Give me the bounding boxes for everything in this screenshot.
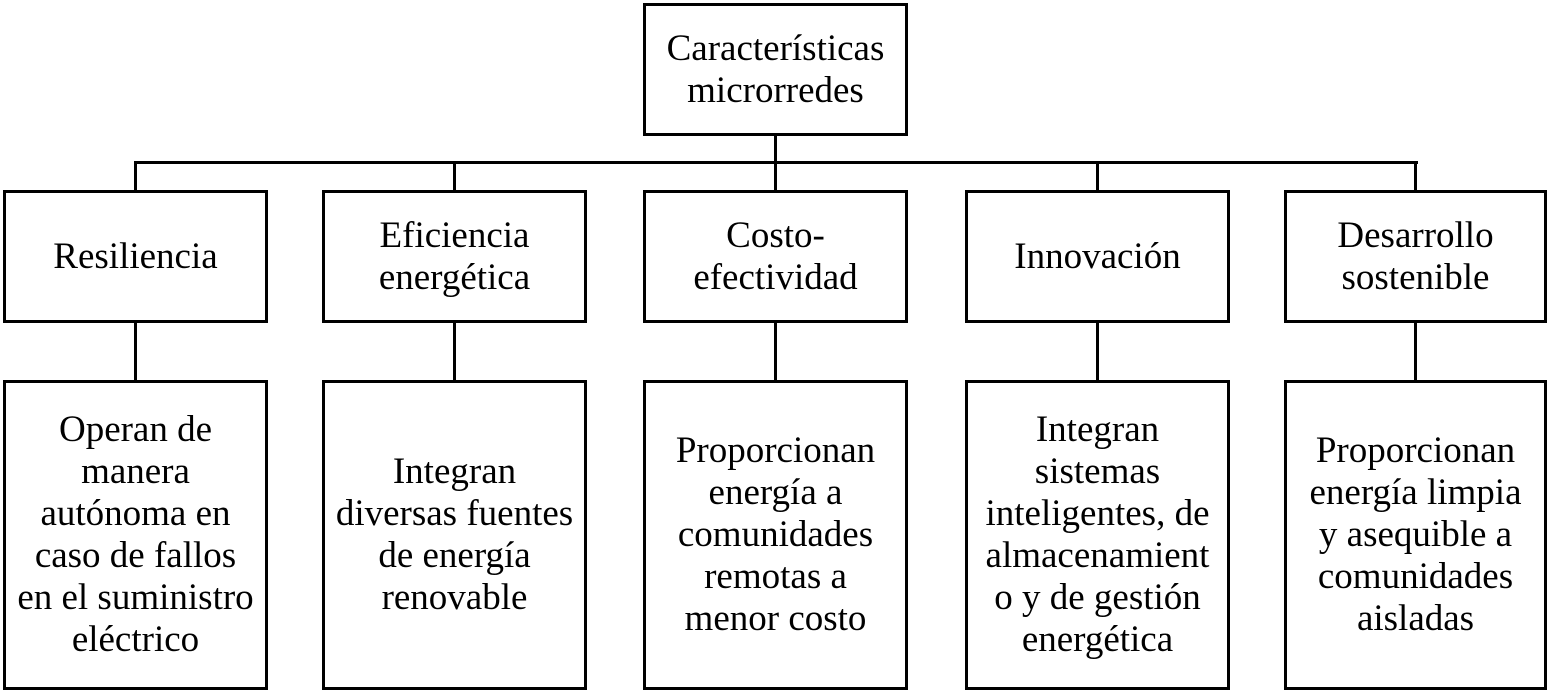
- connector-mid-resiliencia: [134, 323, 137, 380]
- description-node-eficiencia: Integran diversas fuentes de energía ren…: [322, 380, 587, 690]
- connector-drop-desarrollo: [1414, 161, 1417, 190]
- description-node-innovacion: Integran sistemas inteligentes, de almac…: [965, 380, 1230, 690]
- connector-mid-desarrollo: [1414, 323, 1417, 380]
- category-node-eficiencia: Eficiencia energética: [322, 190, 587, 323]
- category-node-costo: Costo- efectividad: [643, 190, 908, 323]
- description-node-desarrollo: Proporcionan energía limpia y asequible …: [1284, 380, 1547, 690]
- connector-root-vertical: [774, 136, 777, 164]
- connector-drop-costo: [774, 161, 777, 190]
- category-node-desarrollo: Desarrollo sostenible: [1284, 190, 1547, 323]
- connector-drop-eficiencia: [453, 161, 456, 190]
- connector-mid-innovacion: [1096, 323, 1099, 380]
- connector-mid-eficiencia: [453, 323, 456, 380]
- description-node-costo: Proporcionan energía a comunidades remot…: [643, 380, 908, 690]
- connector-mid-costo: [774, 323, 777, 380]
- category-node-innovacion: Innovación: [965, 190, 1230, 323]
- root-node-caracteristicas: Características microrredes: [643, 3, 908, 136]
- connector-drop-resiliencia: [134, 161, 137, 190]
- category-node-resiliencia: Resiliencia: [3, 190, 268, 323]
- description-node-resiliencia: Operan de manera autónoma en caso de fal…: [3, 380, 268, 690]
- connector-drop-innovacion: [1096, 161, 1099, 190]
